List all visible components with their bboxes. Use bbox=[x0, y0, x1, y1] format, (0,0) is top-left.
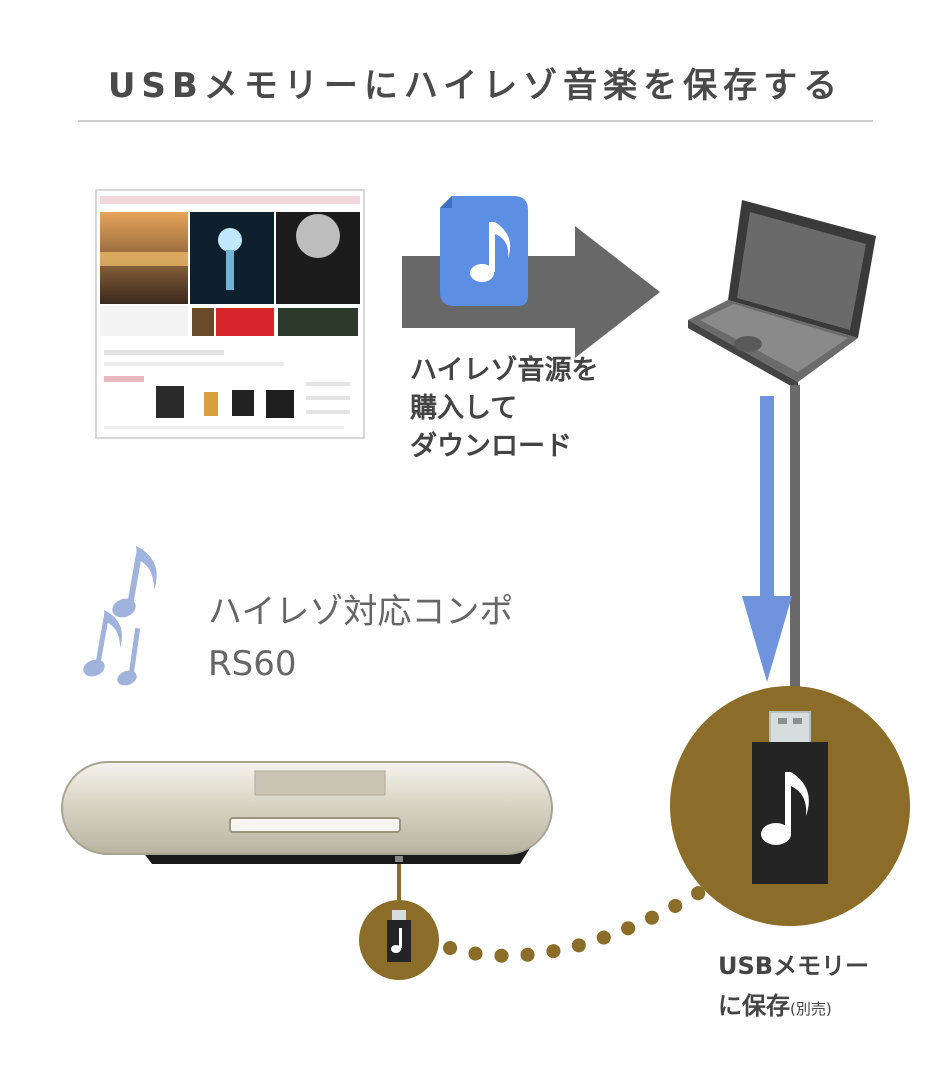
usb-caption: USBメモリー に保存(別売) bbox=[718, 946, 869, 1029]
website-screenshot bbox=[95, 189, 365, 439]
usb-memory-icon bbox=[670, 686, 910, 926]
combo-caption-line: ハイレゾ対応コンポ bbox=[208, 592, 514, 632]
combo-model-name: RS60 bbox=[208, 644, 297, 684]
download-caption: ハイレゾ音源を 購入して ダウンロード bbox=[410, 352, 598, 466]
usb-caption-line: USBメモリー bbox=[718, 952, 870, 980]
music-file-icon bbox=[440, 196, 528, 306]
download-caption-line: 購入して bbox=[410, 393, 518, 424]
usb-caption-line2: に保存(別売) bbox=[718, 986, 869, 1029]
usb-port-icon bbox=[359, 900, 439, 980]
combo-caption: ハイレゾ対応コンポ RS60 bbox=[208, 586, 513, 690]
download-caption-line: ハイレゾ音源を bbox=[410, 355, 599, 386]
rs60-combo-device bbox=[61, 761, 553, 864]
download-caption-line: ダウンロード bbox=[410, 431, 572, 462]
laptop-icon bbox=[688, 200, 876, 390]
music-notes-icon bbox=[83, 546, 157, 686]
usb-caption-text: に保存 bbox=[718, 992, 790, 1020]
diagram-title: USBメモリーにハイレゾ音楽を保存する bbox=[107, 66, 844, 106]
dotted-connection bbox=[443, 873, 727, 963]
title-divider bbox=[78, 120, 873, 122]
usb-caption-note: (別売) bbox=[790, 1000, 832, 1018]
copy-arrow bbox=[742, 396, 792, 682]
